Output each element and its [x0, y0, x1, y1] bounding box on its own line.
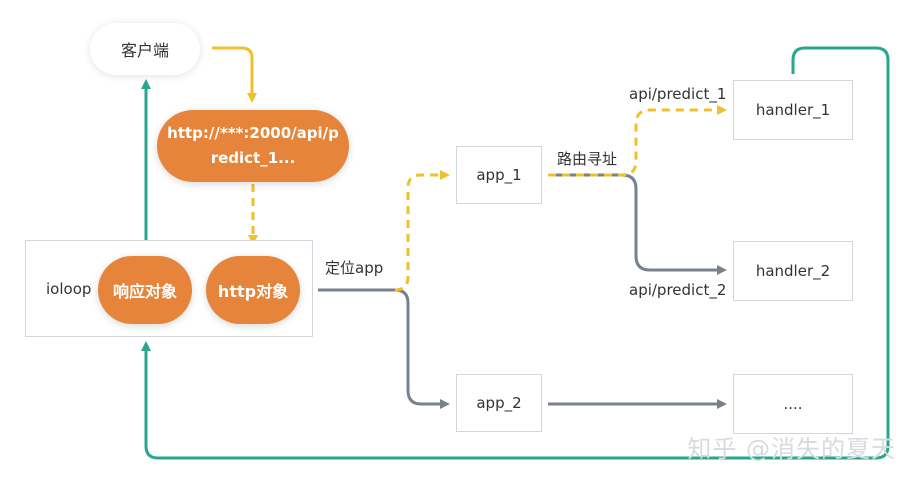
app1-label: app_1: [476, 166, 522, 184]
handler1-label: handler_1: [755, 101, 831, 119]
http-to-app2-arrow: [318, 288, 450, 409]
app1-to-handler2-arrow: [548, 173, 727, 275]
handler3-label: ....: [783, 395, 803, 413]
client-to-request-arrow: [212, 46, 257, 103]
routing-label: 路由寻址: [557, 150, 618, 168]
locate-app-label: 定位app: [325, 259, 384, 277]
api-predict1-label: api/predict_1: [629, 85, 727, 103]
handler2-box: handler_2: [733, 241, 853, 301]
response-object-pill: 响应对象: [98, 256, 192, 324]
client-label: 客户端: [120, 41, 169, 60]
http-object-pill: http对象: [206, 256, 300, 324]
handler2-label: handler_2: [755, 262, 831, 280]
api-predict2-label: api/predict_2: [629, 281, 727, 299]
request-url-pill: http://***:2000/api/predict_1...: [157, 110, 349, 182]
app1-to-handler1-arrow: [548, 105, 727, 177]
app2-box: app_2: [456, 374, 542, 432]
ioloop-label: ioloop: [46, 279, 92, 298]
response-object-label: 响应对象: [112, 282, 177, 301]
http-to-app1-arrow: [394, 170, 450, 292]
handler3-box: ....: [733, 374, 853, 434]
http-object-label: http对象: [217, 282, 289, 301]
handler1-box: handler_1: [733, 80, 853, 140]
request-url-text: http://***:2000/api/predict_1...: [167, 124, 339, 167]
watermark: 知乎 @消失的夏天: [687, 435, 896, 463]
app2-label: app_2: [476, 394, 522, 412]
app1-box: app_1: [456, 146, 542, 204]
handler-return-loop: [141, 46, 890, 460]
client-node: 客户端: [90, 23, 200, 75]
